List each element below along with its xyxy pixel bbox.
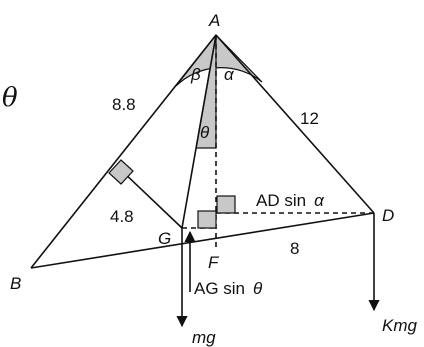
ag-sin-theta-symbol: θ	[253, 279, 263, 298]
label-D: D	[382, 206, 394, 225]
label-ad-sin-alpha: AD sin α	[256, 191, 325, 210]
label-B: B	[10, 274, 21, 293]
ad-sin-alpha-symbol: α	[314, 191, 325, 210]
right-angle-AB	[108, 159, 134, 185]
label-kmg: Kmg	[382, 316, 418, 335]
label-length-BD: 8	[290, 239, 299, 258]
label-A: A	[208, 11, 220, 30]
label-ag-sin-theta: AG sin θ	[194, 279, 263, 298]
edge-AB	[30, 34, 217, 269]
edge-AD	[215, 34, 375, 214]
ad-sin-text: AD sin	[256, 191, 306, 210]
label-theta-left: θ	[2, 83, 18, 113]
perp-to-AB	[120, 169, 183, 229]
label-alpha: α	[224, 65, 235, 84]
label-beta: β	[190, 65, 201, 84]
label-F: F	[208, 253, 220, 272]
label-G: G	[158, 229, 171, 248]
label-length-AD: 12	[300, 109, 319, 128]
label-length-AB: 8.8	[112, 95, 136, 114]
edge-BD	[30, 212, 375, 269]
ag-sin-text: AG sin	[194, 279, 245, 298]
right-angle-G	[197, 210, 217, 229]
right-angle-D	[216, 195, 236, 214]
label-length-perp: 4.8	[110, 207, 134, 226]
label-theta-angle: θ	[200, 123, 210, 142]
label-mg: mg	[192, 328, 216, 347]
line-AG	[181, 34, 217, 229]
angle-sector-beta-alpha	[175, 34, 263, 87]
